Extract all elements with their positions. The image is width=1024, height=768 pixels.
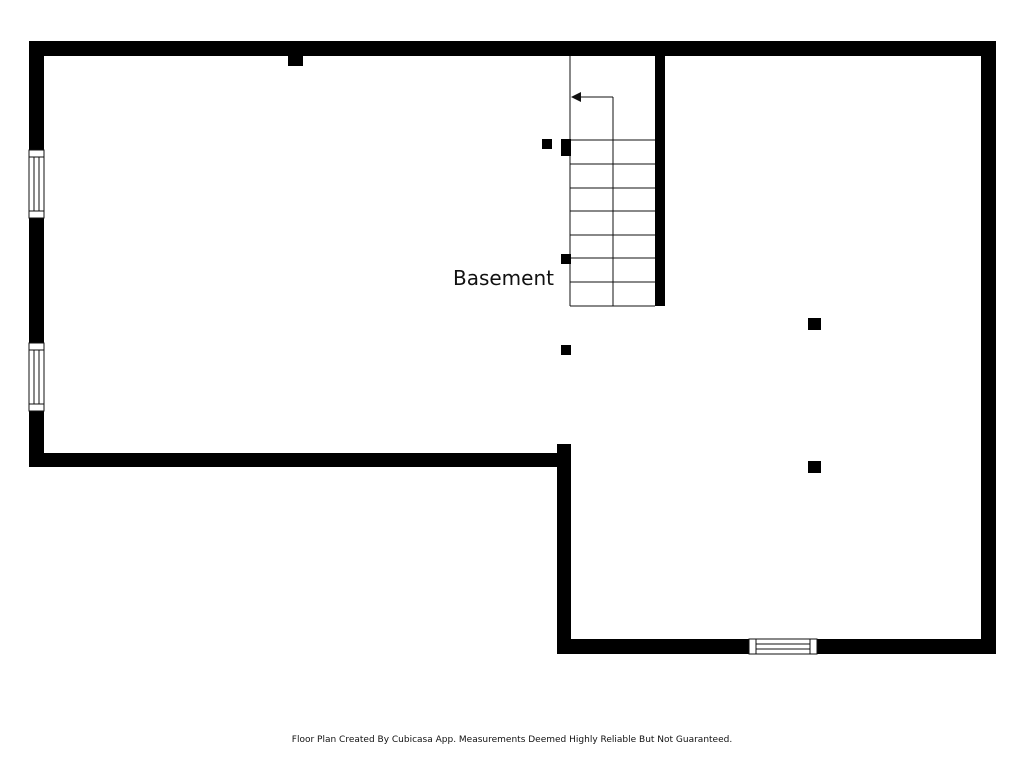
- column-post: [561, 345, 571, 355]
- columns: [542, 139, 821, 473]
- column-post: [542, 139, 552, 149]
- wall-bottom-left: [29, 453, 571, 467]
- wall-top: [29, 41, 996, 56]
- footer-disclaimer: Floor Plan Created By Cubicasa App. Meas…: [291, 735, 733, 745]
- window-left-lower: [28, 342, 45, 412]
- wall-inner-vertical: [557, 444, 571, 654]
- column-post: [561, 254, 571, 264]
- windows: [28, 149, 818, 655]
- window-left-upper: [28, 149, 45, 219]
- window-bottom: [748, 638, 818, 655]
- column-post: [808, 461, 821, 473]
- wall-right: [981, 41, 996, 654]
- stair-direction-arrow-icon: [571, 92, 613, 102]
- staircase: [569, 56, 655, 307]
- walls: [29, 41, 996, 654]
- wall-stub-top: [288, 54, 303, 66]
- room-label-basement: Basement: [453, 266, 554, 290]
- column-post: [561, 139, 571, 156]
- stair-steps: [570, 139, 655, 283]
- wall-stair: [655, 41, 665, 306]
- column-post: [808, 318, 821, 330]
